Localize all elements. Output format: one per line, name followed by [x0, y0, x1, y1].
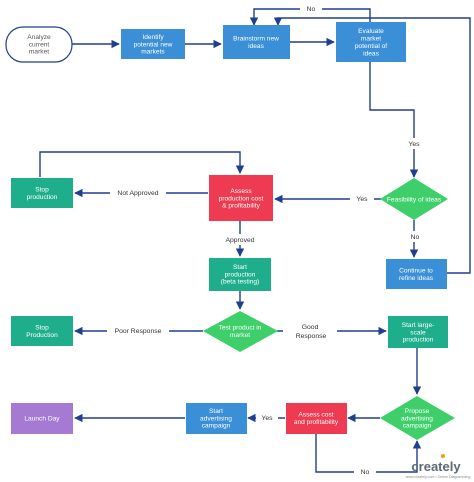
node-start-production — [209, 258, 271, 291]
node-text-line: Assess cost — [298, 412, 333, 419]
node-text-line: Stop — [35, 325, 49, 332]
node-launch-day-text: Launch Day — [24, 415, 60, 422]
label-not-approved: Not Approved — [117, 190, 158, 197]
node-text-line: ideas — [363, 50, 379, 57]
edge-continue-brainstorm — [273, 17, 471, 274]
node-text-line: Production — [26, 332, 58, 339]
label-approved: Approved — [225, 237, 254, 244]
node-continue-refine — [386, 259, 447, 289]
node-text-line: advertising — [401, 415, 433, 422]
node-text-line: scale — [410, 329, 426, 336]
creately-logo-dot — [441, 454, 445, 458]
edge-stop1-assess — [39, 151, 245, 177]
creately-tagline: www.creately.com • Online Diagramming — [406, 475, 471, 479]
node-text-line: ideas — [248, 43, 264, 50]
node-text-line: Brainstorm new — [233, 36, 279, 43]
edge-evaluate-feasibility — [369, 62, 419, 178]
node-text-line: production — [403, 337, 434, 344]
node-text-line: refine ideas — [399, 275, 434, 282]
node-stop-production-2 — [11, 316, 73, 346]
node-text-line: Start — [233, 264, 247, 271]
label-poor-response: Poor Response — [115, 328, 162, 335]
label-good-response: Good Response — [296, 324, 327, 340]
node-text-line: campaign — [202, 423, 231, 430]
node-start-advertising — [186, 403, 247, 434]
label-no-top: No — [307, 6, 316, 13]
node-text-line: production cost — [219, 195, 264, 202]
node-feasibility-decision-text: Feasibility of ideas — [387, 196, 442, 203]
node-text-line: market — [361, 36, 381, 43]
node-text-line: Propose — [405, 408, 430, 415]
node-text-line: Start large- — [402, 322, 435, 329]
label-yes-eval: Yes — [408, 141, 420, 148]
node-text-line: Start — [209, 408, 223, 415]
node-text-line: market — [29, 49, 49, 56]
node-text-line: campaign — [403, 423, 432, 430]
node-text-line: production — [27, 194, 58, 201]
node-text-line: & profitability — [222, 203, 260, 210]
node-identify-markets — [121, 29, 185, 59]
node-text-line: production — [225, 271, 256, 278]
node-text-line: advertising — [200, 415, 232, 422]
node-test-product-decision — [203, 311, 278, 352]
node-text-line: Feasibility of ideas — [387, 196, 442, 203]
node-text-line: (beta testing) — [221, 279, 259, 286]
label-no-feasibility: No — [411, 234, 420, 241]
node-stop-production-1 — [11, 178, 73, 208]
node-text-line: market — [230, 332, 250, 339]
node-start-large-scale — [388, 316, 448, 348]
node-text-line: potential of — [355, 43, 387, 50]
node-text-line: current — [29, 41, 50, 48]
label-yes-cost: Yes — [261, 415, 273, 422]
node-text-line: potential new — [134, 41, 173, 48]
node-text-line: Launch Day — [24, 415, 60, 422]
node-propose-advertising-decision — [380, 396, 455, 440]
label-yes-feasibility: Yes — [356, 196, 368, 203]
node-assess-production — [209, 175, 273, 221]
node-text-line: Assess — [230, 188, 252, 195]
node-analyze-market — [5, 26, 73, 63]
node-feasibility-decision — [380, 178, 448, 220]
node-text-line: Identify — [142, 34, 164, 41]
creately-logo: creately — [411, 459, 461, 474]
node-launch-day — [11, 403, 73, 434]
node-text-line: Analyze — [27, 34, 51, 41]
node-evaluate-market — [336, 22, 406, 62]
label-good-response-line: Good — [302, 324, 319, 331]
node-text-line: Test product in — [219, 325, 262, 332]
node-text-line: Stop — [35, 187, 49, 194]
node-brainstorm-ideas — [223, 25, 290, 59]
node-text-line: Evaluate — [358, 28, 384, 35]
node-text-line: Continue to — [399, 268, 433, 275]
node-text-line: markets — [141, 49, 165, 56]
node-assess-cost — [286, 403, 347, 434]
label-no-cost: No — [361, 469, 370, 476]
node-text-line: and profitability — [294, 419, 339, 426]
label-good-response-line: Response — [296, 333, 327, 340]
